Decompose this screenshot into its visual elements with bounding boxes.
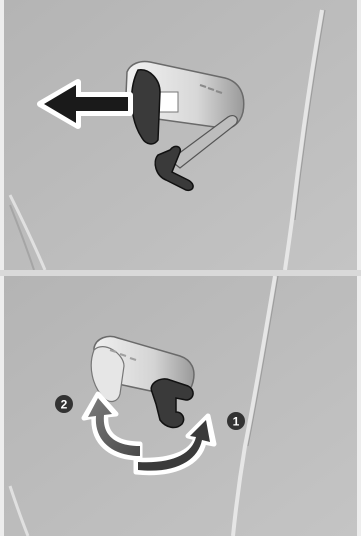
top-panel [0,0,361,270]
step-2-marker: 2 [55,395,73,413]
step-1-label: 1 [233,415,240,429]
step-1-marker: 1 [227,412,245,430]
step-2-label: 2 [61,398,68,412]
top-panel-illustration [0,0,361,270]
car-body-panel [0,276,361,536]
bottom-panel: 1 2 [0,276,361,536]
bottom-panel-illustration: 1 2 [0,276,361,536]
car-body-panel [0,0,361,270]
